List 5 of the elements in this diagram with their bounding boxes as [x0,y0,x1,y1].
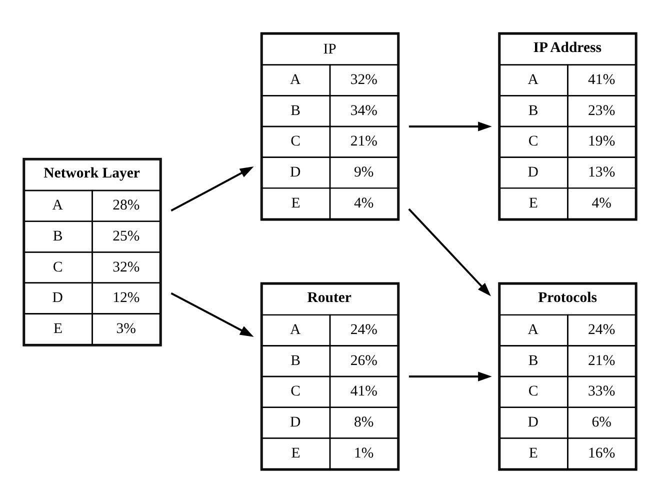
arrow [170,292,254,336]
arrow [408,121,492,131]
arrow [408,371,492,381]
arrow [170,166,254,211]
arrow [408,208,491,296]
